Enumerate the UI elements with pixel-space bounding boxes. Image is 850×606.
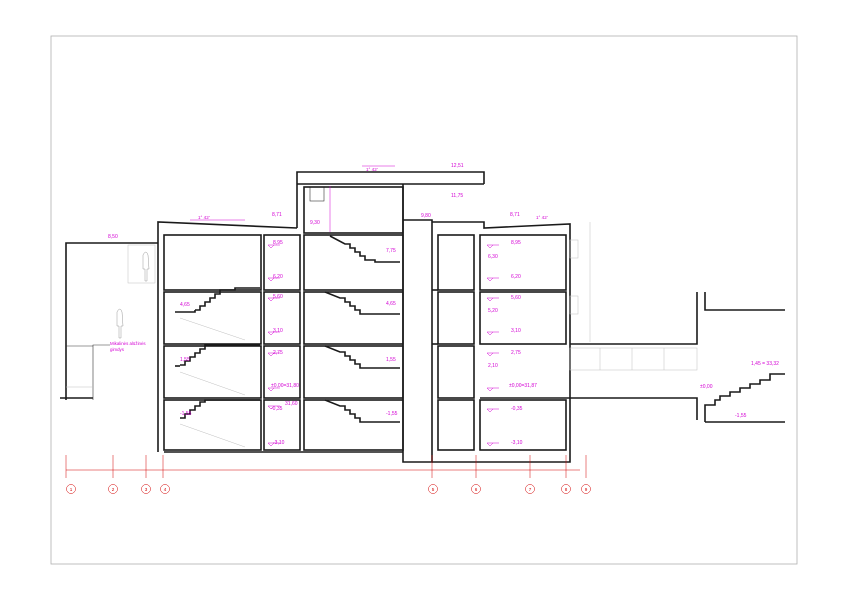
level-label: 3,10 (273, 328, 283, 334)
level-label: 12,51 (451, 163, 464, 169)
level-label: 5,20 (488, 308, 498, 314)
level-label: -0,35 (511, 406, 523, 412)
level-label: 5,60 (273, 294, 283, 300)
level-label: 1,55 (180, 357, 190, 363)
note-line: Mikalinės alūžinės (110, 341, 146, 346)
level-label: ±0,00=31,87 (509, 383, 537, 389)
axis-label: 5 (432, 487, 435, 492)
level-label: 7,75 (386, 248, 396, 254)
stairs-left (175, 287, 260, 448)
level-label: 8,71 (272, 212, 282, 218)
note-line: gimdys (110, 347, 125, 352)
level-label: -1,55 (180, 411, 192, 417)
level-label: 4,65 (386, 301, 396, 307)
axis-label: 2 (112, 487, 115, 492)
level-label: 31,60 (285, 401, 298, 407)
sheet-frame (50, 35, 798, 565)
level-label: 3,10 (511, 328, 521, 334)
slope-label: 1° 42' (198, 215, 210, 220)
level-label: -0,35 (271, 406, 283, 412)
left-annex (65, 242, 158, 400)
axis-label: 7 (529, 487, 532, 492)
level-label: 1,55 (386, 357, 396, 363)
level-label: -3,10 (273, 440, 285, 446)
level-label: -3,10 (511, 440, 523, 446)
level-label: 9,80 (421, 213, 431, 219)
level-label: 8,50 (108, 234, 118, 240)
axis-label: 8 (565, 487, 568, 492)
level-label: ±0,00 (700, 384, 713, 390)
person-figure-icon (116, 308, 124, 339)
axis-label: 3 (145, 487, 148, 492)
level-label: 8,71 (510, 212, 520, 218)
level-label: -1,55 (735, 413, 747, 419)
level-label: 2,75 (273, 350, 283, 356)
axis-label: 4 (164, 487, 167, 492)
level-label: 4,65 (180, 302, 190, 308)
level-label: ±0,00=31,80 (271, 383, 299, 389)
person-figure-icon (142, 251, 150, 282)
level-label: 8,95 (511, 240, 521, 246)
level-label: 9,30 (310, 220, 320, 226)
level-label: 6,20 (273, 274, 283, 280)
level-labels: 12,51 11,75 9,80 9,30 8,71 8,71 8,50 8,9… (108, 163, 779, 446)
level-label: 8,95 (273, 240, 283, 246)
axis-label: 9 (585, 487, 588, 492)
level-label: 2,75 (511, 350, 521, 356)
slope-label: 1° 42' (536, 215, 548, 220)
axis-markers: 1 2 3 4 5 6 7 8 9 (66, 484, 591, 494)
underground-passage (566, 292, 785, 423)
level-label: 6,20 (511, 274, 521, 280)
level-label: 11,75 (451, 193, 463, 199)
annex-note: Mikalinės alūžinės gimdys (110, 341, 146, 352)
level-label: 5,60 (511, 295, 521, 301)
level-label: 1,45 = 33,32 (751, 361, 779, 367)
slope-labels: 1° 42' 1° 42' 1° 42' (198, 167, 548, 220)
level-label: 2,10 (488, 363, 498, 369)
dimension-line (65, 455, 587, 478)
level-label: 6,30 (488, 254, 498, 260)
level-markers (190, 165, 499, 447)
level-label: -1,55 (386, 411, 398, 417)
axis-label: 6 (475, 487, 478, 492)
main-block-right (432, 221, 591, 463)
axis-label: 1 (70, 487, 73, 492)
slope-label: 1° 42' (366, 167, 378, 172)
stairs-right (324, 235, 400, 423)
